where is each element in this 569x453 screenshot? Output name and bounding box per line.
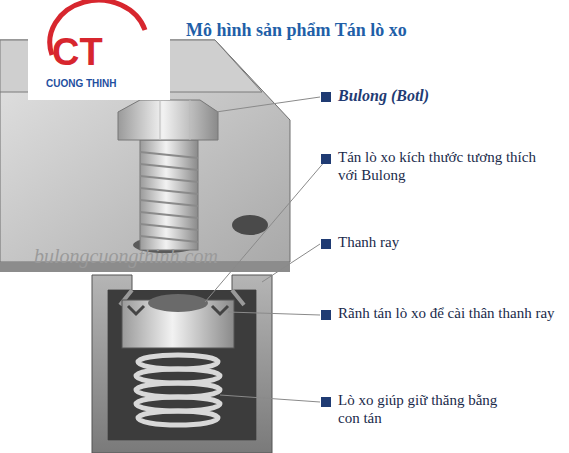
callout-label: Thanh ray [338,233,538,251]
strut-channel [92,275,272,453]
bolt-head-edge [190,100,191,140]
logo-text: CUONG THINH [46,78,166,90]
spring [136,355,220,425]
watermark: bulongcuongthinh.com [34,244,314,268]
callout-bullet [321,92,331,407]
callout-label: Bulong (Botl) [338,86,538,105]
callout-label: Tán lò xo kích thước tương thích với Bul… [338,148,553,184]
bolt-shaft [140,140,198,250]
diagram-title: Mô hình sản phẩm Tán lò xo [186,20,407,42]
plate-hole [232,215,268,235]
callout-label: Lò xo giúp giữ thăng bằng con tán [338,391,518,427]
leader-line [205,97,326,402]
bolt-head [118,100,218,140]
bolt-thread [140,152,198,242]
bolt-head-edge [160,100,161,140]
callout-label: Rãnh tán lò xo để cài thân thanh ray [338,304,558,322]
nut-hole [148,294,208,312]
logo-mark: CT [52,30,162,76]
